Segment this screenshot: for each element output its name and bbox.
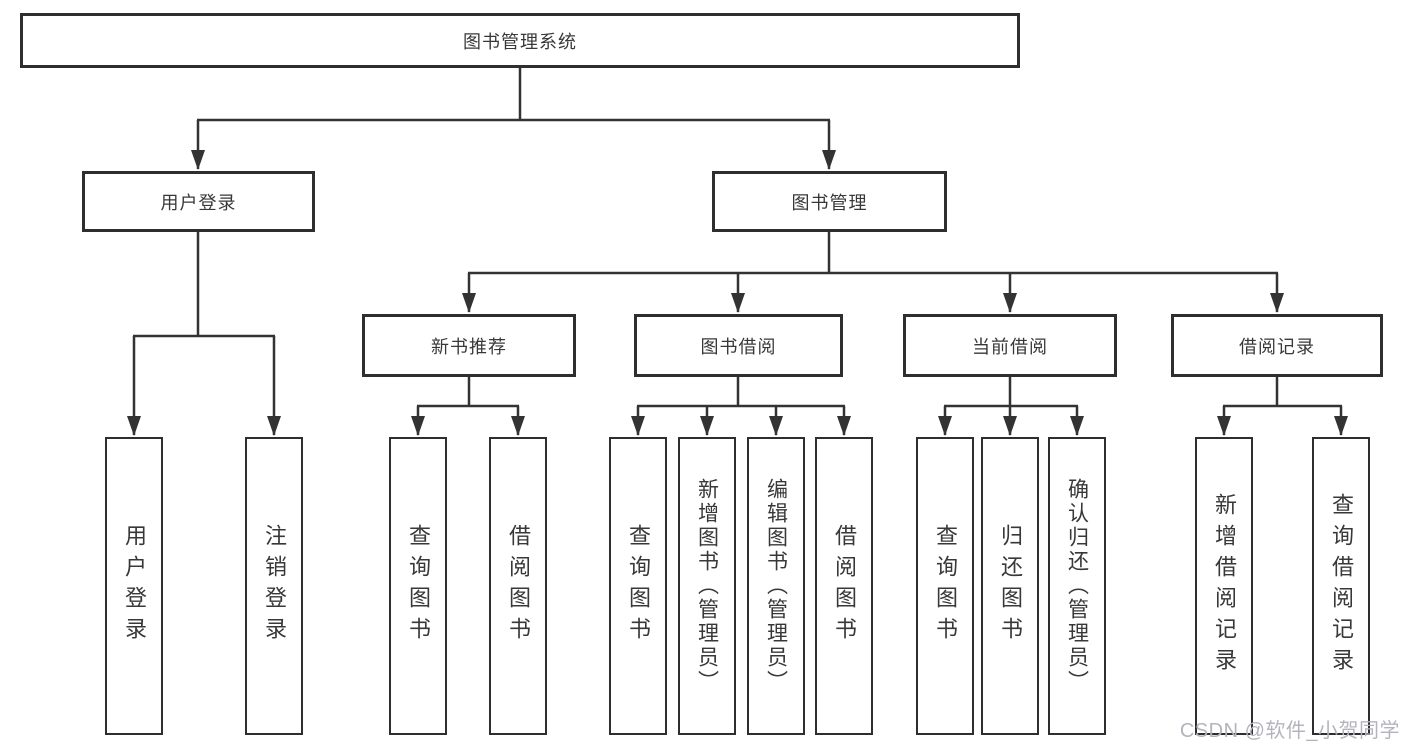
node-book-management: 图书管理 — [712, 171, 947, 232]
leaf-edit-book-admin-label: 编辑图书（管理员） — [764, 478, 788, 694]
leaf-query-books-1-label: 查询图书 — [406, 524, 431, 648]
leaf-borrow-books-2-label: 借阅图书 — [832, 524, 857, 648]
leaf-return-book-label: 归还图书 — [998, 524, 1023, 648]
node-root-label: 图书管理系统 — [463, 31, 577, 52]
leaf-query-borrow-record-label: 查询借阅记录 — [1329, 493, 1354, 679]
node-user-login: 用户登录 — [82, 171, 315, 232]
leaf-add-book-admin-label: 新增图书（管理员） — [695, 478, 719, 694]
node-current-borrowing: 当前借阅 — [903, 314, 1117, 377]
leaf-user-login-label: 用户登录 — [122, 524, 147, 648]
leaf-query-books-3-label: 查询图书 — [933, 524, 958, 648]
csdn-watermark: CSDN @软件_小贺同学 — [1179, 720, 1400, 742]
node-borrowing-records: 借阅记录 — [1171, 314, 1383, 377]
leaf-borrow-books-1-label: 借阅图书 — [506, 524, 531, 648]
node-book-borrowing: 图书借阅 — [634, 314, 843, 377]
leaf-query-borrow-record: 查询借阅记录 — [1312, 437, 1370, 735]
node-book-borrowing-label: 图书借阅 — [700, 336, 777, 357]
node-book-management-label: 图书管理 — [791, 192, 868, 213]
leaf-add-borrow-record: 新增借阅记录 — [1195, 437, 1253, 735]
node-borrowing-records-label: 借阅记录 — [1239, 336, 1315, 357]
leaf-query-books-3: 查询图书 — [916, 437, 974, 735]
leaf-borrow-books-1: 借阅图书 — [489, 437, 547, 735]
leaf-add-borrow-record-label: 新增借阅记录 — [1212, 493, 1237, 679]
node-root-system: 图书管理系统 — [20, 13, 1020, 68]
leaf-query-books-2: 查询图书 — [609, 437, 667, 735]
leaf-logout: 注销登录 — [245, 437, 303, 735]
leaf-edit-book-admin: 编辑图书（管理员） — [747, 437, 805, 735]
leaf-add-book-admin: 新增图书（管理员） — [678, 437, 736, 735]
leaf-confirm-return-admin: 确认归还（管理员） — [1048, 437, 1106, 735]
leaf-return-book: 归还图书 — [981, 437, 1039, 735]
leaf-query-books-2-label: 查询图书 — [626, 524, 651, 648]
leaf-user-login: 用户登录 — [105, 437, 163, 735]
node-current-borrowing-label: 当前借阅 — [972, 336, 1048, 357]
node-user-login-label: 用户登录 — [160, 192, 237, 213]
node-new-book-recommend-label: 新书推荐 — [431, 336, 507, 357]
leaf-logout-label: 注销登录 — [262, 524, 287, 648]
leaf-confirm-return-admin-label: 确认归还（管理员） — [1065, 478, 1089, 694]
node-new-book-recommend: 新书推荐 — [362, 314, 576, 377]
leaf-borrow-books-2: 借阅图书 — [815, 437, 873, 735]
leaf-query-books-1: 查询图书 — [389, 437, 447, 735]
